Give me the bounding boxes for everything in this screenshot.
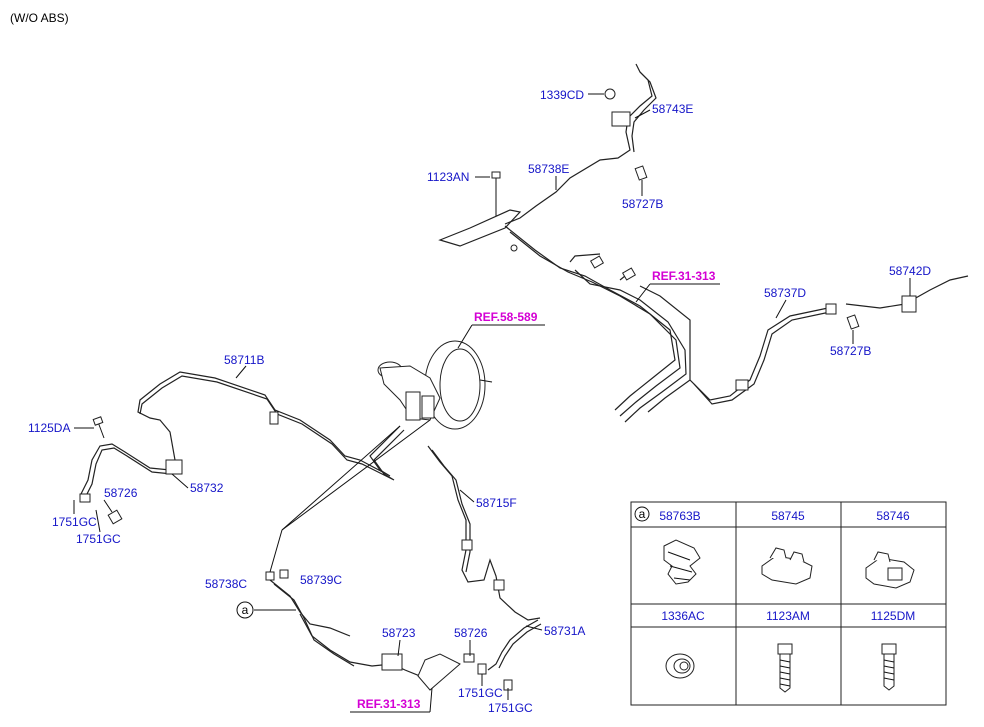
clip-58745-illustration: [761, 547, 813, 585]
label-58732: 58732: [190, 481, 224, 495]
label-58742D: 58742D: [889, 264, 931, 278]
label-58738C: 58738C: [205, 577, 247, 591]
clip-58727B-right: [846, 314, 860, 330]
label-1751GC-bottom-1: 1751GC: [458, 686, 503, 700]
label-58726-bottom: 58726: [454, 626, 488, 640]
label-58727B-top: 58727B: [622, 197, 663, 211]
label-1751GC-bottom-2: 1751GC: [488, 701, 533, 715]
label-1123AN: 1123AN: [427, 170, 469, 184]
parts-table: a 58763B 58745 58746 1336AC 1123AM 1125D…: [630, 501, 947, 706]
callout-labels: 1339CD 58743E 58738E 1123AN 58727B REF.3…: [28, 88, 931, 715]
clip-58746-illustration: [865, 551, 915, 589]
brake-booster-master-cylinder: [377, 340, 493, 430]
label-58737D: 58737D: [764, 286, 806, 300]
label-58711B: 58711B: [224, 353, 264, 367]
label-58727B-right: 58727B: [830, 344, 871, 358]
bracket-58732: [165, 459, 183, 475]
ref-31-313-bottom: REF.31-313: [357, 697, 421, 711]
label-1751GC-left-1: 1751GC: [52, 515, 97, 529]
table-marker-a: a: [639, 507, 646, 521]
bolt-1123AM-illustration: [777, 643, 793, 693]
label-58715F: 58715F: [476, 496, 517, 510]
label-58731A: 58731A: [544, 624, 585, 638]
ref-58-589: REF.58-589: [474, 310, 538, 324]
bolt-1125DM-illustration: [881, 643, 897, 691]
label-58739C: 58739C: [300, 573, 342, 587]
table-cell-58763B: 58763B: [659, 509, 700, 523]
front-brake-pipe-assembly: [438, 63, 969, 423]
clip-58727B-top: [634, 165, 648, 181]
table-cell-58746: 58746: [876, 509, 910, 523]
block-58723: [381, 653, 403, 671]
table-marker-a-circle: [634, 506, 650, 522]
clamp-58742D: [901, 295, 917, 313]
table-cell-1125DM: 1125DM: [871, 609, 915, 623]
table-cell-1123AM: 1123AM: [766, 609, 810, 623]
grommet-1336AC-illustration: [665, 653, 695, 679]
label-1339CD: 1339CD: [540, 88, 584, 102]
label-58743E: 58743E: [652, 102, 693, 116]
bottom-pipe-assembly: [265, 569, 461, 691]
table-cell-1336AC: 1336AC: [661, 609, 705, 623]
clamp-58743E: [611, 111, 631, 127]
marker-a-circle: [236, 601, 254, 619]
clip-58763B-illustration: [663, 539, 701, 585]
ref-31-313-top: REF.31-313: [652, 269, 716, 283]
label-1125DA: 1125DA: [28, 421, 70, 435]
nut-1339CD: [604, 88, 616, 100]
label-58726-left: 58726: [104, 486, 138, 500]
marker-a-label: a: [242, 603, 249, 617]
label-58723: 58723: [382, 626, 416, 640]
table-cell-58745: 58745: [771, 509, 805, 523]
label-58738E: 58738E: [528, 162, 569, 176]
leader-lines: [73, 93, 911, 713]
label-1751GC-left-2: 1751GC: [76, 532, 121, 546]
header-note: (W/O ABS): [10, 11, 69, 25]
pipe-58715F: [427, 445, 541, 621]
hose-58731A: [463, 619, 542, 691]
rear-left-brake-pipe-assembly: [79, 371, 405, 525]
